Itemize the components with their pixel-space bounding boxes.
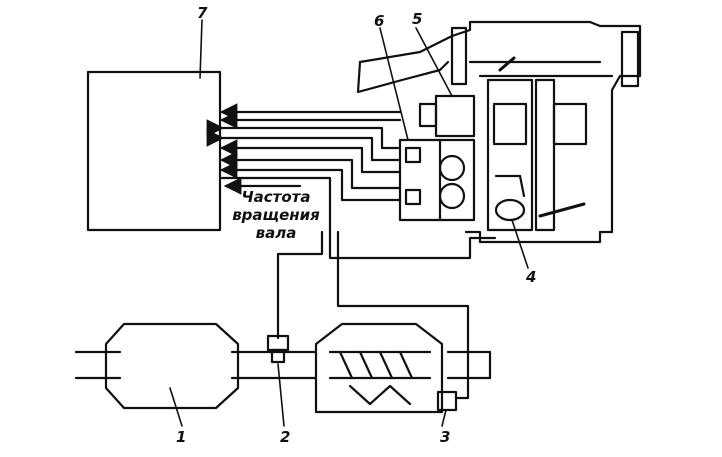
shaft-speed-label: Частота вращения вала [221,188,331,242]
signal-wires [206,103,497,400]
callout-5: 5 [412,10,423,28]
callout-2: 2 [280,428,291,446]
shaft-speed-line-3: вала [255,224,297,242]
callout-6: 6 [374,12,385,30]
catalytic-converter [104,322,240,410]
control-unit-box [86,70,222,232]
leader-lines [169,19,529,427]
callout-3: 3 [440,428,451,446]
callout-1: 1 [176,428,187,446]
turbocharger [314,322,458,414]
callout-7: 7 [197,4,208,22]
shaft-speed-line-1: Частота [241,188,311,206]
exhaust-pipe [74,350,492,380]
callout-4: 4 [526,268,537,286]
sensor-2 [266,334,290,364]
engine-block [356,20,642,244]
shaft-speed-line-2: вращения [232,206,320,224]
